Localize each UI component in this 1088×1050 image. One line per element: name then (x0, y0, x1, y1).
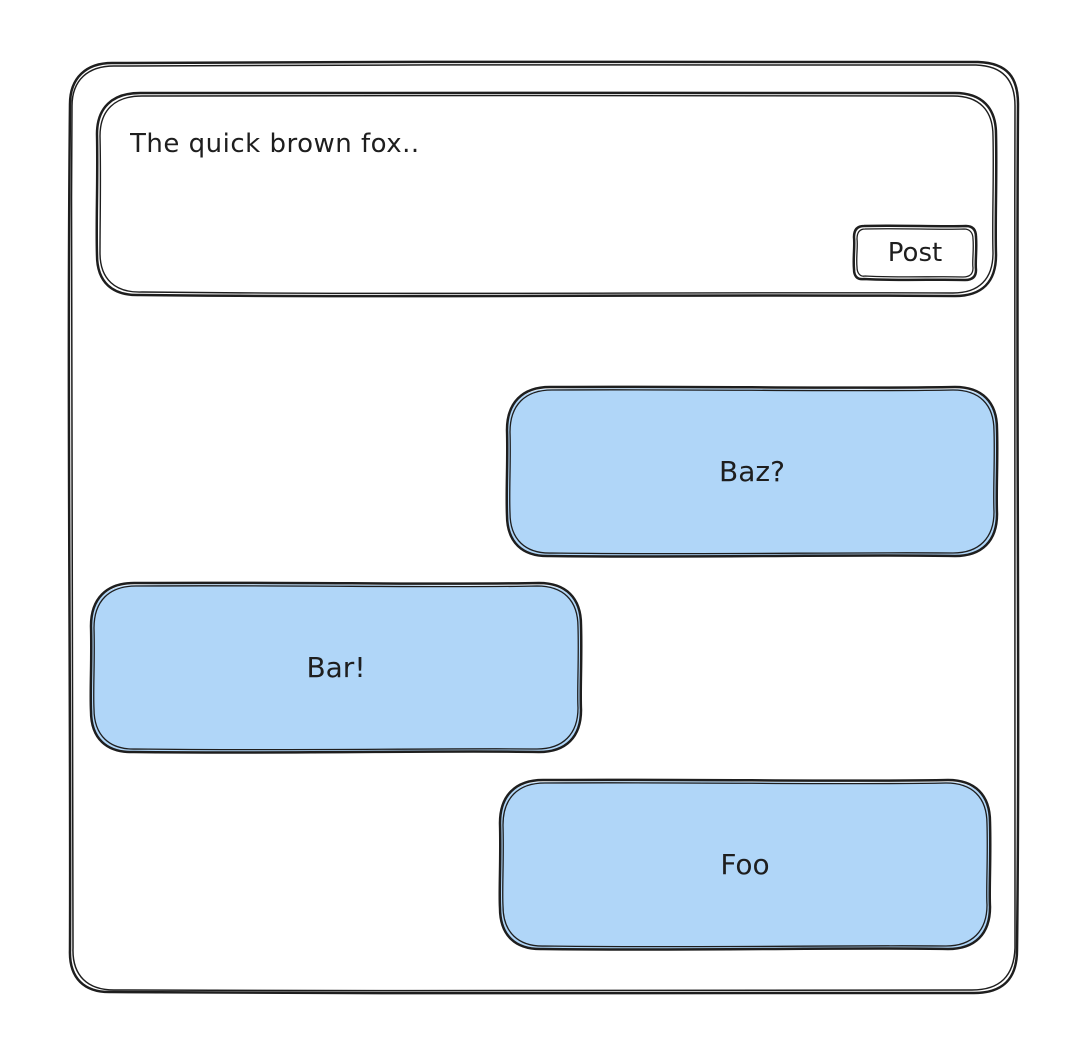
message-text: Bar! (306, 651, 366, 684)
message-text: Foo (720, 848, 770, 881)
post-button[interactable]: Post (854, 226, 976, 280)
message-bubble-foo: Foo (500, 780, 990, 949)
message-input[interactable] (130, 124, 830, 164)
message-text: Baz? (719, 455, 785, 488)
message-bubble-bar: Bar! (91, 583, 581, 752)
message-bubble-baz: Baz? (507, 387, 997, 556)
